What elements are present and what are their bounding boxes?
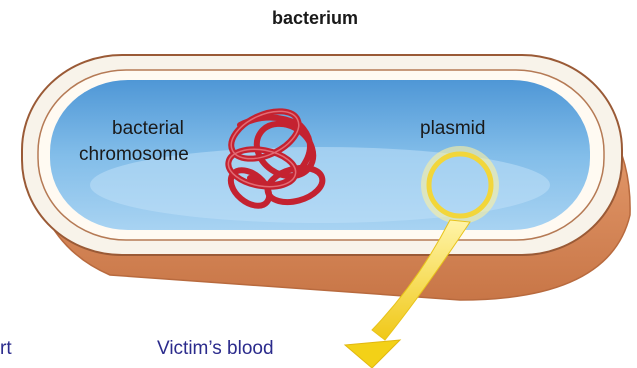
- bacterial-chromosome-label-line1: bacterial: [112, 118, 184, 140]
- bacterial-chromosome-label-line2: chromosome: [79, 144, 189, 166]
- diagram-title: bacterium: [272, 8, 358, 29]
- plasmid-label: plasmid: [420, 118, 485, 140]
- victim-blood-label: Victim’s blood: [157, 338, 274, 360]
- partial-left-label: rt: [0, 338, 12, 360]
